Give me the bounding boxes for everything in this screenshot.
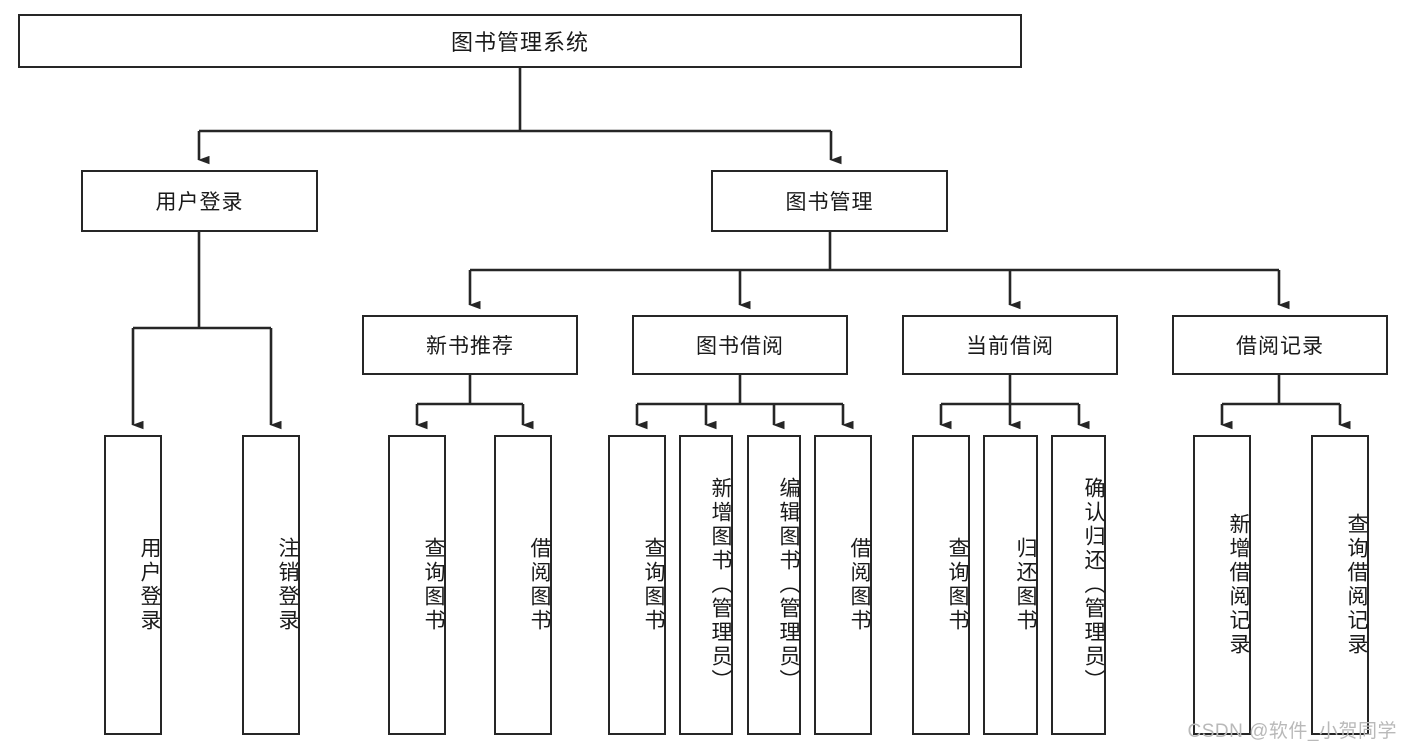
- node-label: 查询图书: [642, 537, 665, 633]
- node-user-login[interactable]: 用户登录: [81, 170, 318, 232]
- node-label: 归还图书: [1014, 537, 1037, 633]
- node-label: 图书管理系统: [450, 30, 589, 55]
- node-label: 图书借阅: [696, 335, 784, 358]
- node-book-management[interactable]: 图书管理: [711, 170, 948, 232]
- node-label: 编辑图书（管理员）: [777, 477, 800, 693]
- leaf-current-borrow-query-book[interactable]: 查询图书: [912, 435, 970, 735]
- node-label: 用户登录: [155, 191, 244, 214]
- leaf-user-login-login[interactable]: 用户登录: [104, 435, 162, 735]
- node-label: 新增借阅记录: [1227, 513, 1250, 657]
- watermark-text: CSDN @软件_小贺同学: [1187, 721, 1397, 742]
- node-current-borrow[interactable]: 当前借阅: [902, 315, 1118, 375]
- leaf-user-login-logout[interactable]: 注销登录: [242, 435, 300, 735]
- node-label: 借阅记录: [1236, 335, 1324, 358]
- node-label: 当前借阅: [966, 335, 1054, 358]
- node-book-borrow[interactable]: 图书借阅: [632, 315, 848, 375]
- leaf-current-borrow-confirm-return-admin[interactable]: 确认归还（管理员）: [1051, 435, 1106, 735]
- leaf-borrow-record-query-record[interactable]: 查询借阅记录: [1311, 435, 1369, 735]
- node-label: 查询图书: [946, 537, 969, 633]
- node-label: 确认归还（管理员）: [1082, 477, 1105, 693]
- node-label: 新增图书（管理员）: [709, 477, 732, 693]
- node-borrow-record[interactable]: 借阅记录: [1172, 315, 1388, 375]
- node-label: 用户登录: [138, 537, 161, 633]
- leaf-book-borrow-query-book[interactable]: 查询图书: [608, 435, 666, 735]
- node-label: 查询借阅记录: [1345, 513, 1368, 657]
- leaf-book-borrow-borrow-book[interactable]: 借阅图书: [814, 435, 872, 735]
- leaf-current-borrow-return-book[interactable]: 归还图书: [983, 435, 1038, 735]
- node-label: 借阅图书: [848, 537, 871, 633]
- leaf-book-borrow-edit-book-admin[interactable]: 编辑图书（管理员）: [747, 435, 801, 735]
- node-label: 借阅图书: [528, 537, 551, 633]
- node-new-book-recommend[interactable]: 新书推荐: [362, 315, 578, 375]
- leaf-new-book-query-book[interactable]: 查询图书: [388, 435, 446, 735]
- node-label: 新书推荐: [426, 335, 514, 358]
- leaf-new-book-borrow-book[interactable]: 借阅图书: [494, 435, 552, 735]
- node-root-book-management-system[interactable]: 图书管理系统: [18, 14, 1022, 68]
- node-label: 图书管理: [785, 191, 874, 214]
- leaf-book-borrow-add-book-admin[interactable]: 新增图书（管理员）: [679, 435, 733, 735]
- node-label: 查询图书: [422, 537, 445, 633]
- leaf-borrow-record-add-record[interactable]: 新增借阅记录: [1193, 435, 1251, 735]
- node-label: 注销登录: [276, 537, 299, 633]
